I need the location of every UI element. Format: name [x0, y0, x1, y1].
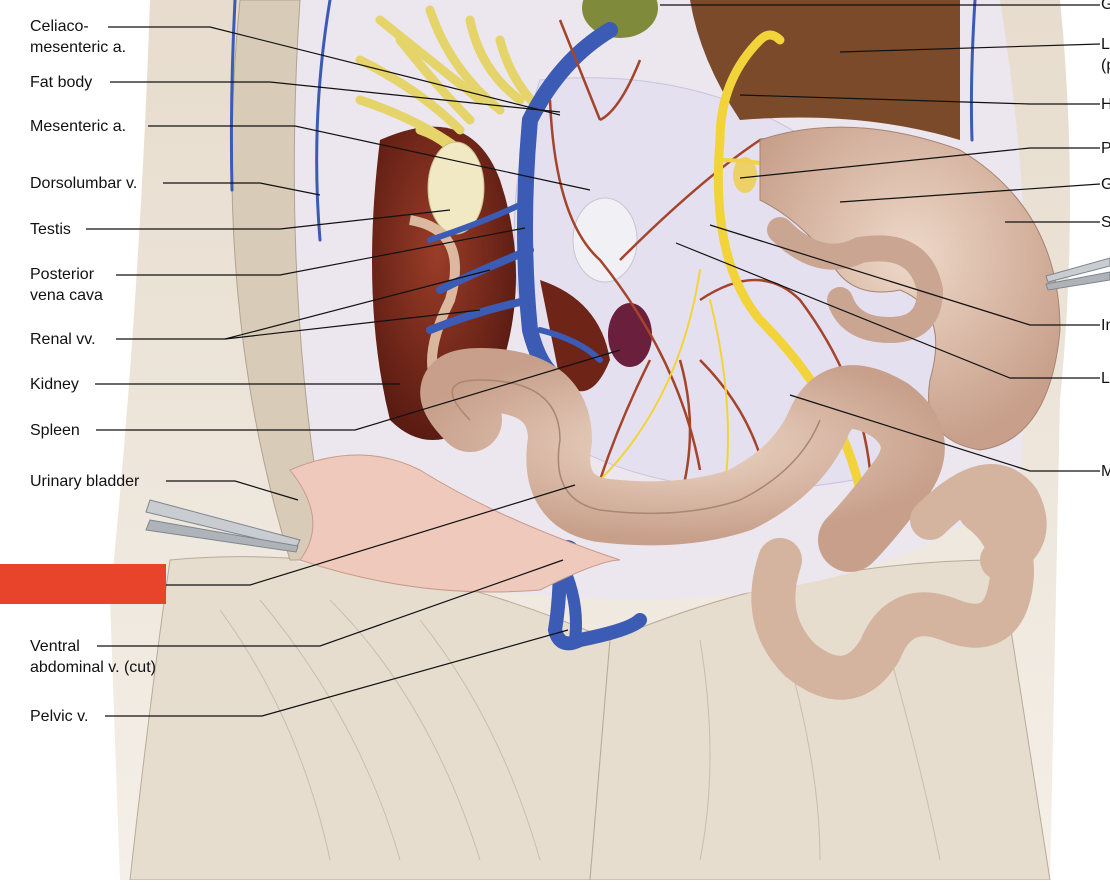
label-mesenteric-artery: Mesenteric a.: [30, 118, 127, 135]
forceps-right: [1045, 257, 1110, 291]
liver: [690, 0, 960, 140]
label-kidney: Kidney: [30, 376, 79, 393]
label-right-6: S: [1101, 214, 1110, 231]
label-right-7: In: [1101, 317, 1110, 334]
leader-celiaco: [108, 26, 561, 116]
intestine-lower: [751, 488, 1034, 700]
label-right-9: M: [1101, 463, 1110, 480]
label-right-4: P: [1101, 140, 1110, 157]
label-renal-veins: Renal vv.: [30, 331, 96, 348]
leader-pelvic: [105, 629, 569, 717]
label-right-1: G: [1101, 0, 1110, 13]
leader-spleen: [96, 349, 621, 431]
label-right-2: L(p: [1101, 36, 1110, 74]
label-urinary-bladder: Urinary bladder: [30, 473, 140, 490]
leader-mesenteric: [148, 125, 591, 191]
label-pelvic-vein: Pelvic v.: [30, 708, 89, 725]
spleen: [608, 303, 652, 367]
stomach: [759, 126, 1061, 451]
label-dorsolumbar-vein: Dorsolumbar v.: [30, 175, 138, 192]
leader-testis: [86, 209, 451, 230]
leader-lines: [86, 4, 1101, 717]
intestine-upper: [767, 217, 944, 344]
label-right-5: G: [1101, 176, 1110, 193]
leader-pvc: [116, 227, 526, 276]
leader-ventral: [97, 559, 564, 647]
label-fat-body: Fat body: [30, 74, 93, 91]
redaction-box: [0, 564, 166, 604]
forceps-left: [145, 499, 301, 553]
leader-redacted: [166, 484, 576, 586]
testis: [427, 141, 485, 235]
leader-bladder: [166, 480, 299, 501]
leader-dorsolumbar: [163, 182, 321, 196]
label-celiacomesenteric-artery: Celiaco-mesenteric a.: [30, 18, 127, 56]
label-right-8: L: [1101, 370, 1110, 387]
label-right-3: H: [1101, 96, 1110, 113]
leader-fatbody: [110, 81, 561, 113]
label-testis: Testis: [30, 221, 71, 238]
label-spleen: Spleen: [30, 422, 80, 439]
urinary-bladder: [289, 454, 621, 593]
leader-renal-b: [224, 309, 481, 340]
